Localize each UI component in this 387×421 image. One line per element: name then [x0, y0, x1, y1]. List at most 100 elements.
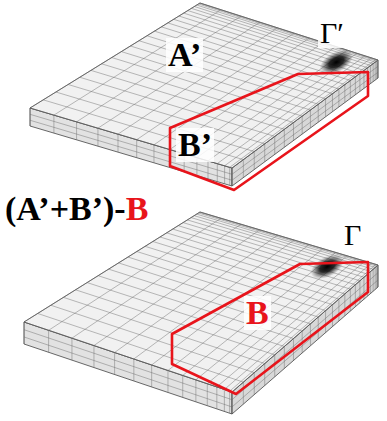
region-name: B	[126, 192, 149, 226]
mesh-line	[376, 266, 377, 288]
mesh-line	[370, 65, 371, 83]
mesh-line	[373, 64, 374, 82]
mesh-line	[198, 213, 376, 266]
mesh-line	[114, 352, 115, 374]
mesh-line	[182, 375, 183, 397]
mesh-line	[194, 216, 373, 270]
region-name-text: Γ	[342, 220, 363, 250]
mesh-line	[232, 392, 233, 414]
mesh-line	[30, 108, 31, 126]
mesh-line	[130, 46, 318, 104]
mesh-line	[133, 359, 134, 381]
mesh-line	[24, 337, 232, 407]
mesh-line	[229, 167, 230, 185]
mesh-line	[94, 230, 260, 346]
mesh-line	[115, 235, 278, 352]
mesh-line	[197, 214, 376, 267]
mesh-line	[232, 72, 378, 180]
mesh-line	[224, 263, 371, 389]
mesh-line	[30, 120, 232, 180]
mesh-line	[77, 16, 241, 122]
region-name: Γ′	[318, 18, 346, 48]
region-name: (A’+B’)-	[5, 192, 126, 226]
mesh-line	[243, 160, 244, 178]
mesh-line	[264, 144, 265, 162]
mesh-line	[128, 257, 318, 317]
mesh-line	[97, 128, 98, 146]
mesh-line	[168, 249, 323, 371]
mesh-line	[24, 322, 232, 392]
mesh-line	[274, 136, 275, 154]
mesh-lines	[24, 212, 378, 414]
mesh-line	[378, 60, 379, 78]
mesh-line	[325, 99, 326, 117]
mesh-line	[151, 365, 152, 387]
mesh-line	[217, 164, 218, 182]
mesh-line	[30, 108, 232, 168]
plate-face	[24, 212, 378, 392]
mesh-line	[207, 384, 208, 406]
mesh-lines	[30, 3, 378, 186]
mesh-line	[232, 66, 378, 174]
mesh-line	[293, 123, 294, 141]
region-outline: B’	[170, 72, 368, 190]
mesh-line	[117, 134, 118, 152]
mesh-line	[173, 229, 356, 285]
mesh-line	[302, 116, 303, 134]
mesh-line	[207, 259, 357, 384]
mesh-line	[200, 3, 378, 60]
mesh-line	[167, 370, 168, 392]
mesh-line	[98, 22, 260, 128]
mesh-line	[72, 224, 241, 338]
mesh-line	[71, 338, 72, 360]
region-name-text: Γ′	[318, 18, 346, 48]
mesh-line	[377, 60, 378, 78]
mesh-line	[30, 114, 232, 174]
mesh-line	[375, 267, 376, 289]
mesh-line	[38, 313, 244, 382]
mesh-line	[284, 129, 285, 147]
mesh-line	[24, 330, 232, 400]
mesh-line	[207, 161, 208, 179]
mesh-line	[254, 152, 255, 170]
mesh-line	[200, 212, 378, 265]
mesh-line	[264, 364, 265, 386]
mesh-line	[195, 380, 196, 402]
mesh-line	[230, 59, 376, 167]
mesh-line	[350, 80, 351, 98]
mesh-line	[370, 271, 371, 293]
mesh-line	[375, 62, 376, 80]
mesh-line	[98, 276, 293, 339]
mesh-line	[134, 240, 294, 359]
mesh-plate	[24, 212, 378, 414]
mesh-line	[350, 289, 351, 311]
mesh-line	[76, 122, 77, 140]
mesh-line	[119, 263, 311, 324]
mesh-line	[216, 387, 217, 409]
mesh-line	[318, 104, 319, 122]
region-outline: B	[172, 262, 368, 394]
mesh-line	[217, 261, 365, 387]
mesh-line	[332, 305, 333, 327]
mesh-line	[152, 245, 310, 365]
mesh-line	[153, 145, 154, 163]
mesh-line	[355, 77, 356, 95]
region-name-text: A’	[166, 38, 203, 72]
region-border	[170, 72, 368, 190]
region-name-text: (A’+B’)-	[5, 192, 126, 226]
region-name: A’	[166, 38, 203, 72]
mesh-line	[87, 283, 284, 347]
mesh-line	[310, 110, 311, 128]
mesh-line	[24, 212, 200, 322]
plate-face	[30, 3, 378, 168]
mesh-line	[112, 58, 302, 117]
mesh-line	[373, 269, 374, 291]
mesh-line	[377, 265, 378, 287]
mesh-line	[76, 290, 275, 355]
mesh-line	[224, 389, 225, 411]
mesh-line	[24, 322, 25, 344]
mesh-line	[93, 346, 94, 368]
mesh-line	[332, 94, 333, 112]
mesh-line	[338, 299, 339, 321]
